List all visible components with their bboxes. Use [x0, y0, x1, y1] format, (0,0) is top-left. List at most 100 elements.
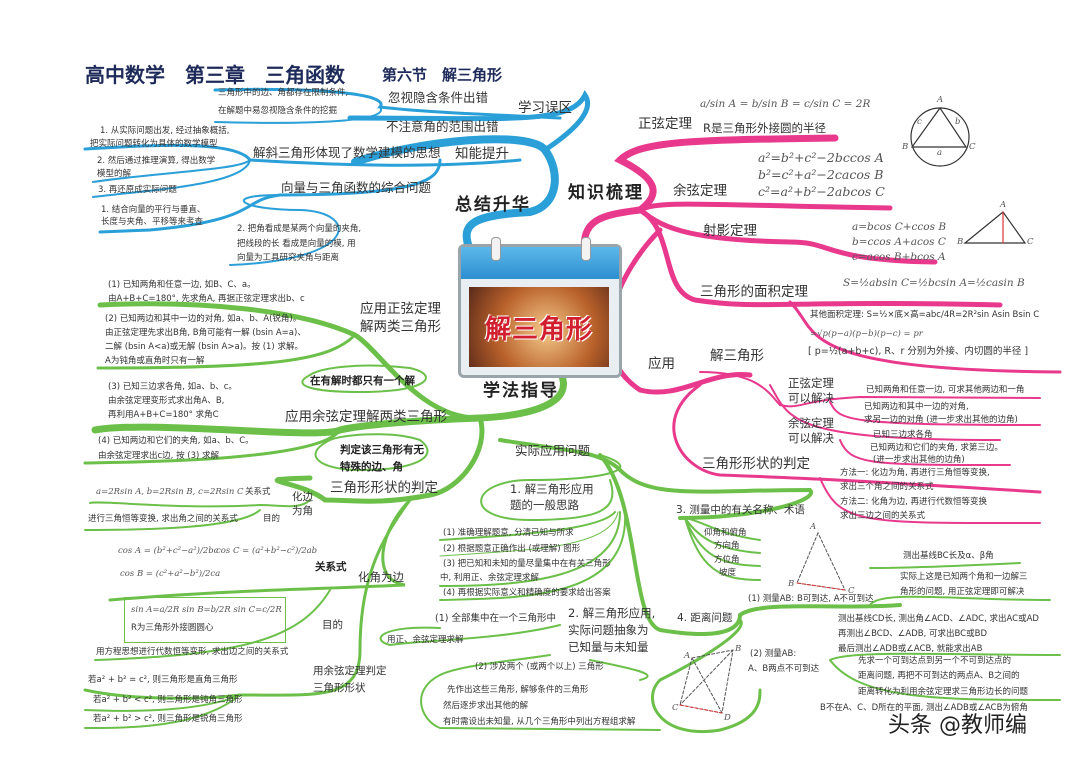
method-branch-lines: [83, 301, 1061, 733]
relation-tag: 关系式: [245, 487, 271, 497]
mistake-item: 不注意角的范围出错: [386, 119, 499, 134]
cos-two-item: 由余弦定理求出c边, 按 (3) 求解: [98, 451, 220, 461]
node-sine-two: 解两类三角形: [360, 319, 441, 335]
center-label: 解三角形: [484, 314, 593, 345]
cos-can-solve: 可以解决: [788, 431, 834, 445]
projection-formula: b=ccos A+acos C: [852, 236, 946, 248]
node-side-to-angle: 化边: [292, 491, 313, 503]
measurement-diagram-1: [796, 531, 846, 591]
general-step: (1) 准确理解题意, 分清已知与所求: [443, 528, 574, 538]
case2-note: 距离问题, 再把不可到达的两点A、B之间的: [858, 671, 1020, 681]
case1-item: 实际上这是已知两个角和一边解三: [900, 572, 1028, 582]
section-title: 第六节 解三角形: [382, 66, 503, 84]
shape-method: 求出三边之间的关系式: [840, 511, 926, 521]
cosine-formula: a²=b²+c²−2bccos A: [758, 150, 884, 165]
projection-triangle-diagram: [963, 211, 1027, 244]
vector-item: 把线段的长 看成是向量的模, 用: [237, 239, 356, 249]
modeling-step: 2. 然后通过推理演算, 得出数学: [97, 156, 216, 166]
watermark: 头条 @教师编: [888, 713, 1027, 738]
distance-case1: (1) 测量AB: B可到达, A不可到达: [748, 594, 874, 604]
cos-can-solve: 余弦定理: [788, 416, 834, 430]
distance-case2: A、B两点不可到达: [748, 664, 820, 674]
node-mistakes: 学习误区: [518, 100, 572, 116]
vector-item: 1. 结合向量的平行与垂直、: [101, 205, 206, 215]
cos-two-item: 由余弦定理变形式求出角A、B,: [108, 396, 225, 406]
abstract-two: (2) 涉及两个 (或两个以上) 三角形: [475, 662, 604, 672]
sin-formulas: sin A=a/2R sin B=b/2R sin C=c/2R: [131, 605, 282, 615]
abstract-one: (1) 全部集中在一个三角形中: [435, 613, 556, 624]
cos-two-item: (4) 已知两边和它们的夹角, 如a、b、C。: [98, 436, 254, 446]
side-angle-purpose: 进行三角恒等变换, 求出角之间的关系式: [88, 514, 238, 524]
modeling-step: 把实际问题转化为具体的数学模型: [90, 139, 218, 149]
calendar-ring-icon: [491, 237, 501, 261]
projection-formula: c=acos B+bcos A: [852, 251, 946, 263]
mistake-item: 忽视隐含条件出错: [388, 90, 489, 105]
cos-formula: cos A = (b²+c²−a²)/2bc: [118, 546, 219, 556]
modeling-step: 3. 再还原成实际问题: [98, 185, 177, 195]
node-abstract: 实际问题抽象为: [568, 623, 649, 637]
node-cosine-law: 余弦定理: [673, 183, 727, 199]
node-side-to-angle: 为角: [292, 505, 313, 517]
case2-step: 最后测出∠ADB或∠ACB, 就能求出AB: [838, 644, 983, 654]
node-abstract: 已知量与未知量: [568, 640, 649, 654]
purpose-tag: 目的: [263, 514, 281, 524]
summary-branch-lines: [83, 87, 591, 266]
diagram-label: B: [957, 237, 964, 247]
diagram-label: C: [672, 703, 679, 713]
case1-item: 角形的问题, 用正弦定理即可解决: [900, 587, 1025, 597]
modeling-step: 1. 从实际问题出发, 经过抽象概括,: [100, 126, 230, 136]
vector-item: 长度与夹角、平移等来考查: [101, 217, 204, 227]
term-item: 方向角: [714, 541, 740, 551]
node-cos-two: 应用余弦定理解两类三角形: [285, 409, 447, 425]
node-sine-two: 应用正弦定理: [360, 301, 441, 317]
area-other: 其他面积定理: S=½×底×高=abc/4R=2R²sin Asin Bsin …: [810, 310, 1040, 320]
purpose-tag: 目的: [322, 619, 343, 631]
sine-law-formula: a/sin A = b/sin B = c/sin C = 2R: [700, 98, 871, 110]
node-practical: 实际应用问题: [515, 443, 591, 458]
cos-judge-item: 若a² + b² = c², 则三角形是直角三角形: [88, 675, 238, 685]
diagram-label: a: [937, 148, 943, 158]
general-step: 中, 利用正、余弦定理求解: [440, 573, 539, 583]
diagram-label: C: [848, 586, 855, 596]
case2-note: 先求一个可到达点到另一个不可到达点的: [858, 656, 1012, 666]
mistake-detail: 在解题中易忽视隐含条件的挖掘: [218, 106, 338, 116]
circumcircle-diagram: [910, 106, 970, 167]
sine-two-item: 由正弦定理先求出B角, B角可能有一解 (bsin A=a)、: [105, 328, 306, 338]
node-projection: 射影定理: [703, 223, 757, 239]
shape-method: 求出三个角之间的关系式: [840, 482, 934, 492]
area-formula: S=½absin C=½bcsin A=½casin B: [843, 277, 1025, 289]
projection-formula: a=bcos C+ccos B: [852, 221, 947, 233]
shape-method: 方法二: 化角为边, 再进行代数恒等变换: [840, 497, 987, 507]
distance-case2: (2) 测量AB:: [750, 649, 797, 659]
calendar-ring-icon: [581, 237, 591, 261]
general-step: (3) 把已知和未知的量尽量集中在有关三角形: [443, 559, 611, 569]
sine-two-item: (1) 已知两角和任意一边, 如B、C、a。: [108, 280, 256, 290]
page-title: 高中数学 第三章 三角函数: [85, 63, 345, 87]
abstract-two-item: 然后逐步求出其他的解: [443, 701, 529, 711]
bubble-one-solution: 在有解时都只有一个解: [310, 375, 415, 387]
cos-solve-item: 已知三边求各角: [873, 430, 933, 440]
abstract-two-item: 有时需设出未知量, 从几个三角形中列出方程组求解: [443, 717, 636, 727]
node-cos-judge: 三角形形状: [313, 682, 366, 694]
sine-can-solve: 正弦定理: [788, 376, 834, 390]
cos-formula: cos B = (c²+a²−b²)/2ca: [120, 569, 221, 579]
node-angle-to-side: 化角为边: [358, 570, 404, 584]
diagram-label: A: [937, 95, 944, 105]
angle-side-purpose: 用方程思想进行代数恒等变形, 求出边之间的关系式: [96, 647, 289, 657]
case2-step: 再测出∠BCD、∠ADB, 可求出BC或BD: [838, 629, 987, 639]
sine-law-note: R是三角形外接圆的半径: [703, 121, 826, 135]
side-angle-relation: a=2Rsin A, b=2Rsin B, c=2Rsin C: [96, 487, 244, 497]
sine-solve-item: 已知两边和其中一边的对角,: [864, 402, 969, 412]
branch-method: 学法指导: [483, 381, 559, 401]
node-area: 三角形的面积定理: [700, 284, 808, 300]
abstract-one-solve: 用正、余弦定理求解: [387, 635, 464, 645]
sine-solve-item: 已知两角和任意一边, 可求其他两边和一角: [866, 385, 1025, 395]
term-item: 仰角和俯角: [704, 528, 747, 538]
cos-solve-item: 已知两边和它们的夹角, 求第三边。: [870, 443, 1003, 453]
sine-two-item: (2) 已知两边和其中一边的对角, 如a、b、A(锐角)。: [105, 314, 302, 324]
diagram-label: A: [810, 522, 817, 532]
cos-judge-item: 若a² + b² > c², 则三角形是锐角三角形: [93, 714, 243, 724]
diagram-label: B: [902, 142, 909, 152]
node-abstract: 2. 解三角形应用,: [568, 606, 656, 620]
